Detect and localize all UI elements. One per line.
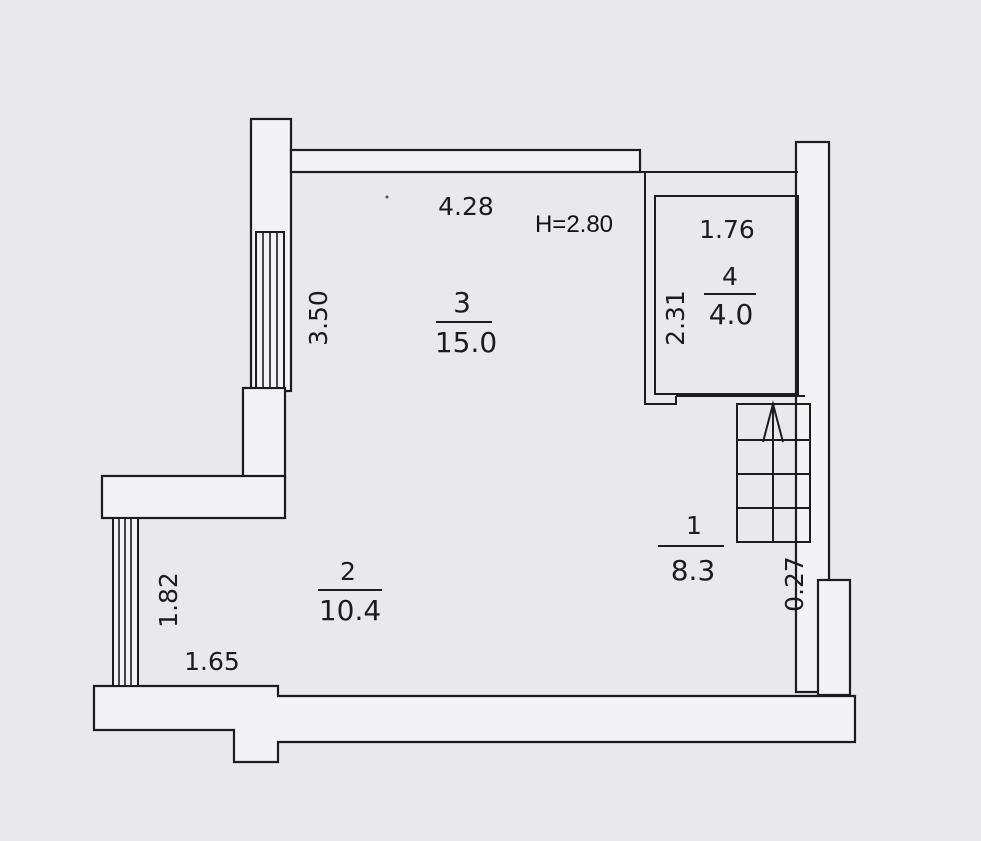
staircase (736, 400, 811, 543)
room4-inner-outline (654, 195, 799, 395)
room3-area: 15.0 (435, 326, 497, 359)
stair-offset-dimension: 0.27 (780, 556, 809, 612)
upper-left-window (255, 231, 285, 389)
room4-depth-dimension: 2.31 (661, 290, 690, 346)
left-middle-wall (241, 386, 287, 480)
room3-number: 3 (453, 286, 471, 319)
ceiling-height-label: H=2.80 (535, 211, 613, 238)
room4-width-dimension: 1.76 (699, 215, 755, 244)
lower-left-window (112, 517, 139, 687)
pencil-mark (385, 195, 389, 199)
room2-number: 2 (340, 557, 356, 586)
right-lower-wall (816, 578, 852, 697)
room2-width-dimension: 1.65 (184, 647, 240, 676)
bottom-wall (92, 684, 857, 764)
room4-partition-outer (639, 150, 677, 405)
top-wall (289, 148, 642, 174)
room4-number: 4 (722, 262, 738, 291)
room2-area: 10.4 (319, 594, 381, 627)
left-ledge-wall (100, 474, 287, 520)
room4-area: 4.0 (709, 298, 754, 331)
room3-depth-dimension: 3.50 (304, 290, 333, 346)
room3-width-dimension: 4.28 (438, 192, 494, 221)
stair-arrow-icon (762, 400, 784, 443)
room2-depth-dimension: 1.82 (154, 572, 183, 628)
room1-area: 8.3 (671, 554, 716, 587)
room1-number: 1 (686, 511, 702, 540)
